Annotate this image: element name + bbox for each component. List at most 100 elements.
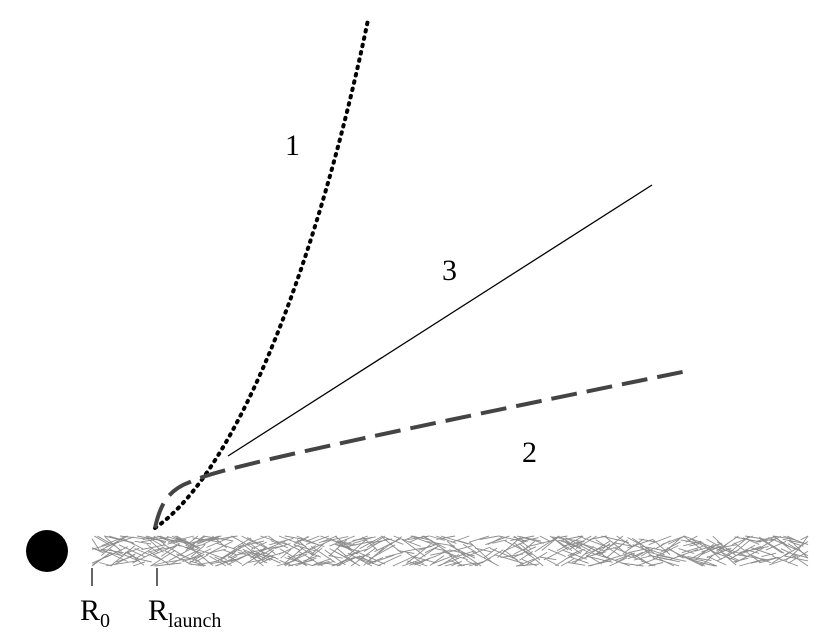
disk-hatch — [302, 554, 319, 562]
disk-hatch — [444, 561, 461, 567]
disk-hatch — [349, 548, 368, 556]
disk-hatch — [287, 555, 308, 567]
disk-hatch — [474, 547, 492, 553]
disk-hatch — [682, 535, 703, 551]
disk-hatch — [656, 554, 687, 562]
disk-hatch — [278, 544, 300, 555]
disk-hatch — [293, 544, 316, 552]
disk-hatch — [469, 541, 494, 564]
disk-hatch — [116, 551, 139, 562]
disk-hatch — [603, 545, 622, 552]
disk-hatch — [134, 540, 152, 545]
disk-hatch — [602, 555, 630, 567]
disk-hatch — [517, 558, 534, 567]
disk-hatch — [236, 549, 262, 556]
disk-hatch — [616, 535, 632, 547]
disk-hatch — [594, 543, 611, 556]
disk-hatch — [334, 544, 360, 553]
disk-hatch — [116, 555, 135, 563]
disk-hatch — [409, 555, 437, 566]
disk-hatch — [189, 548, 212, 561]
disk-hatch — [515, 563, 540, 567]
disk-hatch — [571, 551, 602, 563]
disk-hatch — [712, 535, 724, 547]
disk-hatch — [768, 554, 799, 566]
disk-hatch — [788, 550, 809, 564]
disk-hatch — [385, 551, 404, 558]
disk-hatch — [319, 561, 341, 566]
disk-hatch — [627, 538, 653, 549]
disk-hatch — [260, 535, 287, 545]
disk-hatch — [347, 552, 373, 567]
disk-hatch — [656, 545, 679, 557]
disk-hatch — [357, 556, 376, 563]
disk-hatch — [421, 535, 446, 549]
disk-hatch — [716, 535, 739, 552]
disk-hatch — [410, 535, 436, 546]
disk-hatch — [348, 539, 367, 556]
disk-hatch — [145, 535, 164, 547]
disk-hatch — [780, 548, 799, 558]
disk-hatch — [771, 551, 791, 564]
disk-hatch — [176, 553, 200, 562]
r0-label-sub: 0 — [100, 610, 110, 632]
disk-hatch — [284, 547, 304, 564]
disk-hatch — [492, 539, 507, 544]
disk-hatch — [305, 535, 330, 545]
disk-hatch — [389, 536, 402, 546]
disk-hatch — [242, 548, 271, 561]
disk-hatch — [516, 535, 545, 544]
disk-hatch — [682, 555, 703, 567]
disk-hatch — [469, 561, 484, 567]
disk-hatch — [122, 538, 144, 550]
disk-hatch — [160, 543, 180, 557]
disk-hatch — [350, 547, 377, 567]
disk-hatch — [101, 535, 128, 547]
disk-hatch — [237, 551, 257, 559]
disk-hatch — [654, 556, 670, 561]
disk-hatch — [669, 548, 699, 561]
disk-hatch — [462, 546, 491, 559]
curve-3-label: 3 — [442, 254, 457, 287]
disk-hatch — [241, 542, 266, 563]
disk-hatch — [108, 535, 135, 544]
accretion-disk — [91, 535, 809, 567]
disk-hatch — [719, 550, 737, 566]
disk-hatch — [681, 554, 706, 567]
disk-hatch — [565, 550, 583, 560]
disk-hatch — [568, 562, 586, 566]
disk-hatch — [599, 541, 617, 556]
disk-hatch — [446, 540, 465, 557]
disk-hatch — [230, 535, 256, 550]
disk-hatch — [726, 548, 749, 558]
disk-hatch — [449, 549, 475, 557]
disk-hatch — [217, 545, 242, 562]
disk-hatch — [430, 551, 446, 556]
disk-hatch — [408, 535, 425, 543]
disk-hatch — [577, 535, 606, 547]
disk-hatch — [694, 542, 723, 552]
disk-hatch — [373, 537, 389, 546]
disk-hatch — [248, 542, 265, 555]
disk-hatch — [424, 545, 439, 554]
disk-hatch — [96, 535, 116, 547]
disk-hatch — [615, 552, 636, 561]
disk-hatch — [203, 535, 234, 542]
disk-hatch — [312, 542, 326, 554]
disk-hatch — [196, 537, 217, 544]
disk-hatch — [534, 535, 560, 553]
disk-hatch — [194, 554, 209, 563]
rlaunch-label: Rlaunch — [148, 594, 221, 632]
disk-hatch — [216, 555, 238, 567]
disk-hatch — [150, 549, 176, 567]
disk-hatch — [106, 560, 138, 567]
disk-hatch — [166, 535, 197, 547]
disk-hatch — [393, 535, 421, 547]
disk-hatch — [318, 535, 338, 544]
disk-hatch — [189, 560, 206, 567]
disk-hatch — [569, 535, 592, 550]
disk-hatch — [205, 540, 233, 556]
disk-hatch — [134, 557, 152, 563]
disk-hatch — [227, 544, 243, 559]
disk-hatch — [720, 551, 740, 561]
